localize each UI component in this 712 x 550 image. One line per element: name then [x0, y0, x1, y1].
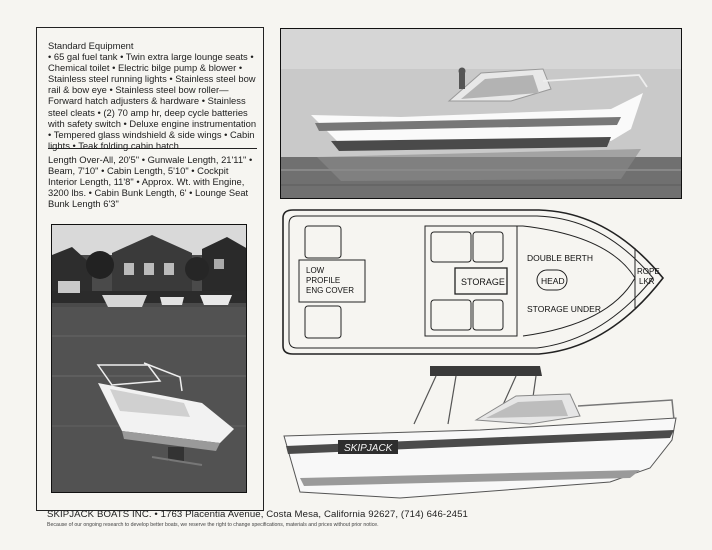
- rope-locker-label-2: LKR: [639, 277, 655, 286]
- deck-plan: LOW PROFILE ENG COVER STORAGE DOUBLE BER…: [279, 206, 673, 358]
- company-name: SKIPJACK BOATS INC.: [47, 509, 152, 520]
- standard-equipment-list: • 65 gal fuel tank • Twin extra large lo…: [48, 51, 257, 151]
- double-berth-label: DOUBLE BERTH: [527, 253, 593, 263]
- engine-cover-label-1: LOW: [306, 266, 325, 275]
- rope-locker-label-1: ROPE: [637, 267, 660, 276]
- hull-brand-label: SKIPJACK: [344, 443, 394, 454]
- head-label: HEAD: [541, 276, 565, 286]
- engine-cover-label-3: ENG COVER: [306, 286, 354, 295]
- company-address: • 1763 Placentia Avenue, Costa Mesa, Cal…: [154, 509, 468, 520]
- specifications: Length Over-All, 20'5" • Gunwale Length,…: [48, 154, 253, 210]
- side-profile-drawing: SKIPJACK: [280, 360, 684, 506]
- boat-on-water-photo: [280, 28, 682, 199]
- standard-equipment: Standard Equipment • 65 gal fuel tank • …: [48, 40, 258, 151]
- standard-equipment-heading: Standard Equipment: [48, 40, 134, 51]
- footer-line: SKIPJACK BOATS INC. • 1763 Placentia Ave…: [47, 509, 687, 520]
- spec-panel-frame: [36, 27, 264, 511]
- storage-label: STORAGE: [461, 277, 505, 287]
- disclaimer: Because of our ongoing research to devel…: [47, 522, 379, 528]
- section-divider: [48, 148, 257, 149]
- storage-under-label: STORAGE UNDER: [527, 304, 601, 314]
- engine-cover-label-2: PROFILE: [306, 276, 340, 285]
- dock-photo: [51, 224, 247, 493]
